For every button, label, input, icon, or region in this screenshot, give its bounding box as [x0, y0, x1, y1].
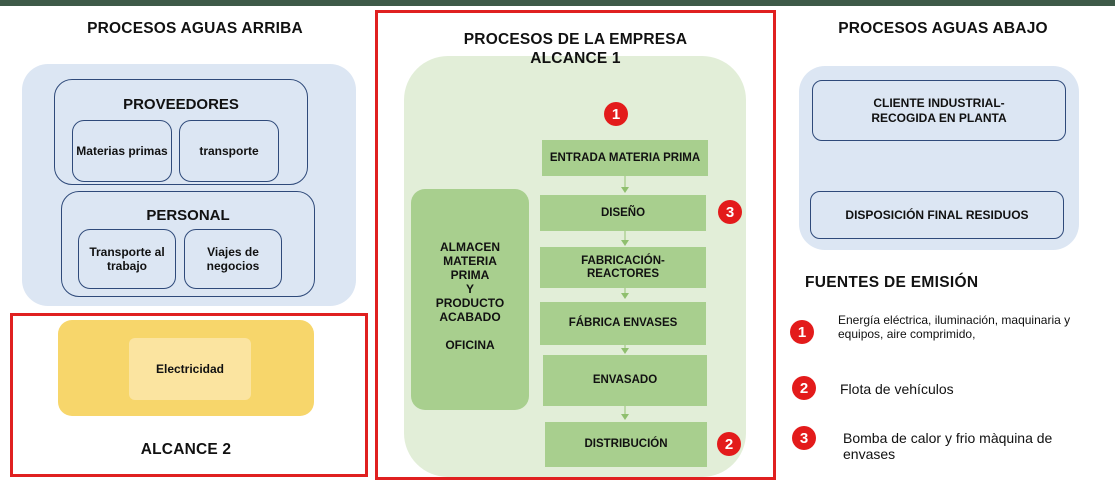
supplier-transport-label: transporte — [199, 144, 259, 158]
flow-arrow — [621, 348, 629, 354]
downstream-title: PROCESOS AGUAS ABAJO — [838, 20, 1048, 37]
warehouse-line — [411, 324, 529, 338]
legend-badge-1: 1 — [790, 320, 814, 344]
step-raw-material-entry: ENTRADA MATERIA PRIMA — [542, 140, 708, 176]
supplier-transport-box: transporte — [179, 120, 279, 182]
flow-line — [624, 406, 626, 415]
scope2-label: ALCANCE 2 — [140, 441, 232, 458]
flow-line — [624, 345, 626, 349]
legend-text-3: Bomba de calor y frio màquina de envases — [843, 430, 1053, 462]
commute-label: Transporte al trabajo — [89, 245, 165, 273]
step-label: ENTRADA MATERIA PRIMA — [549, 151, 701, 164]
legend-badge-3: 3 — [792, 426, 816, 450]
step-label: ENVASADO — [592, 374, 658, 386]
legend-text-2: Flota de vehículos — [840, 381, 954, 397]
emission-badge-1: 1 — [604, 102, 628, 126]
warehouse-line: PRIMA — [450, 268, 490, 282]
scope1-label: ALCANCE 1 — [530, 50, 621, 67]
step-label: DISTRIBUCIÓN — [584, 438, 668, 450]
industrial-client-box: CLIENTE INDUSTRIAL-RECOGIDA EN PLANTA — [812, 80, 1066, 141]
staff-title: PERSONAL — [146, 207, 230, 224]
business-travel-label: Viajes de negocios — [206, 245, 260, 273]
raw-materials-box: Materias primas — [72, 120, 172, 182]
upstream-panel — [22, 64, 356, 306]
warehouse-line: PRODUCTO — [435, 296, 505, 310]
upstream-title: PROCESOS AGUAS ARRIBA — [87, 20, 303, 37]
header-bar — [0, 0, 1115, 6]
emissions-title: FUENTES DE EMISIÓN — [805, 274, 979, 291]
flow-line — [624, 231, 626, 241]
warehouse-office-box: ALMACEN MATERIA PRIMA Y PRODUCTO ACABADO… — [411, 189, 529, 410]
emission-badge-3: 3 — [718, 200, 742, 224]
flow-arrow — [621, 293, 629, 299]
company-title: PROCESOS DE LA EMPRESA — [463, 31, 688, 48]
step-design: DISEÑO — [540, 195, 706, 231]
suppliers-title: PROVEEDORES — [123, 96, 239, 113]
legend-badge-2: 2 — [792, 376, 816, 400]
step-distribution: DISTRIBUCIÓN — [545, 422, 707, 467]
business-travel-box: Viajes de negocios — [184, 229, 282, 289]
electricity-box: Electricidad — [129, 338, 251, 400]
step-label: DISEÑO — [600, 206, 646, 219]
raw-materials-label: Materias primas — [76, 144, 168, 158]
flow-arrow — [621, 187, 629, 193]
waste-disposal-label: DISPOSICIÓN FINAL RESIDUOS — [845, 207, 1029, 222]
scope2-frame — [10, 313, 368, 477]
step-label: FÁBRICA ENVASES — [568, 317, 678, 329]
warehouse-line: ALMACEN — [440, 240, 500, 254]
office-line: OFICINA — [445, 338, 495, 352]
flow-arrow — [621, 414, 629, 420]
waste-disposal-box: DISPOSICIÓN FINAL RESIDUOS — [810, 191, 1064, 239]
flow-line — [624, 176, 626, 188]
flow-arrow — [621, 240, 629, 246]
electricity-label: Electricidad — [155, 362, 225, 376]
downstream-panel — [799, 66, 1079, 250]
emission-badge-2: 2 — [717, 432, 741, 456]
warehouse-line: ACABADO — [439, 310, 501, 324]
legend-text-1: Energía eléctrica, iluminación, maquinar… — [838, 313, 1071, 341]
step-label: FABRICACIÓN-REACTORES — [581, 254, 665, 280]
staff-group: PERSONAL — [61, 191, 315, 297]
step-container-factory: FÁBRICA ENVASES — [540, 302, 706, 345]
industrial-client-label: CLIENTE INDUSTRIAL-RECOGIDA EN PLANTA — [871, 95, 1007, 125]
warehouse-line: Y — [465, 282, 474, 296]
flow-line — [624, 288, 626, 294]
suppliers-group: PROVEEDORES — [54, 79, 308, 185]
commute-box: Transporte al trabajo — [78, 229, 176, 289]
step-manufacturing-reactors: FABRICACIÓN-REACTORES — [540, 247, 706, 288]
step-packaging: ENVASADO — [543, 355, 707, 406]
warehouse-line: MATERIA — [443, 254, 497, 268]
